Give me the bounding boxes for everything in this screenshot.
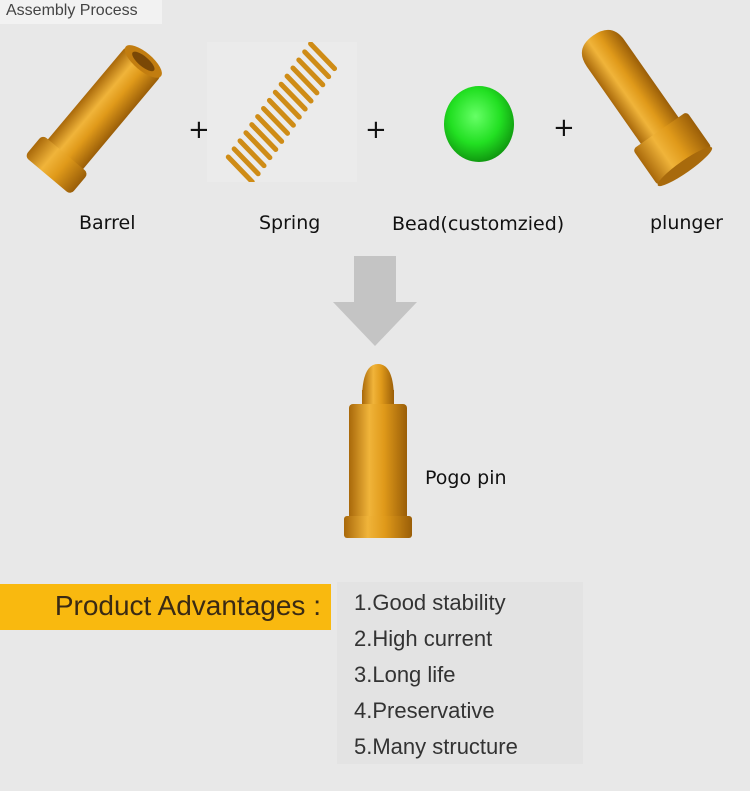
plus-sign: + xyxy=(553,113,575,143)
advantage-item: 4.Preservative xyxy=(354,698,495,723)
down-arrow-icon xyxy=(333,256,417,353)
pogo-pin-icon xyxy=(342,360,414,547)
advantages-panel: 1.Good stability 2.High current 3.Long l… xyxy=(337,582,583,764)
pogo-pin-label: Pogo pin xyxy=(425,467,507,489)
advantages-title: Product Advantages : xyxy=(54,590,321,621)
bead-icon xyxy=(442,84,516,169)
bead-label: Bead(customzied) xyxy=(392,213,565,235)
barrel-label: Barrel xyxy=(79,212,136,234)
spring-label: Spring xyxy=(259,212,321,234)
plunger-label: plunger xyxy=(650,212,723,234)
barrel-icon xyxy=(10,45,170,210)
advantage-item: 1.Good stability xyxy=(354,590,506,615)
plus-sign: + xyxy=(365,115,387,145)
plus-sign: + xyxy=(188,115,210,145)
advantage-item: 3.Long life xyxy=(354,662,456,687)
advantage-item: 5.Many structure xyxy=(354,734,518,759)
plunger-icon xyxy=(570,28,730,193)
spring-icon xyxy=(207,41,357,187)
advantage-item: 2.High current xyxy=(354,626,493,651)
page-title: Assembly Process xyxy=(0,0,162,24)
advantages-banner: Product Advantages : xyxy=(0,584,331,630)
